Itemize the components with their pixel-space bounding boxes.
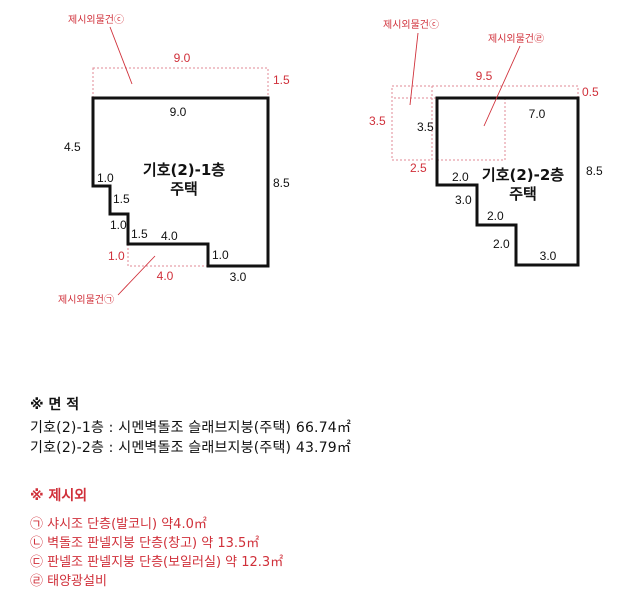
excluded-item-c: ㉢ 판넬조 판넬지붕 단층(보일러실) 약 12.3㎡ <box>30 555 284 570</box>
annex-a-outline <box>127 244 208 267</box>
b1-dim-ext-bottom: 4.0 <box>157 269 174 283</box>
b1-dim-ext-side: 1.0 <box>108 249 125 263</box>
b2-dim-bottom: 3.0 <box>540 249 557 263</box>
area-row-1f: 기호(2)-1층 : 시멘벽돌조 슬래브지붕(주택) 66.74㎡ <box>30 420 352 436</box>
building-1-name-line1: 기호(2)-1층 <box>143 161 225 179</box>
b1-dim-right-ext: 1.5 <box>273 73 290 87</box>
b1-dim-bottom-step-v: 1.0 <box>212 248 229 262</box>
excluded-title: ※ 제시외 <box>30 488 88 504</box>
annex-c-outline <box>92 67 269 99</box>
b2-dim-top: 7.0 <box>529 107 546 121</box>
area-title: ※ 면 적 <box>30 397 80 413</box>
b2-dim-step2-v: 2.0 <box>493 237 510 251</box>
b2-dim-step1-v: 3.0 <box>455 193 472 207</box>
b1-callout-annex-c-leader <box>109 26 133 85</box>
b2-dim-right-ext: 0.5 <box>582 85 599 99</box>
b1-dim-top: 9.0 <box>170 105 187 119</box>
b2-callout-annex-c: 제시외물건ⓒ <box>383 19 439 31</box>
b1-dim-bottom-right: 3.0 <box>230 270 247 284</box>
building-2-outline <box>435 96 580 267</box>
annex-c-outline-2f <box>391 85 579 99</box>
excluded-item-b: ㉡ 벽돌조 판넬지붕 단층(창고) 약 13.5㎡ <box>30 536 260 551</box>
building-1-plan: 기호(2)-1층 주택 9.0 9.0 1.5 4.5 1.0 1.5 1.0 … <box>58 14 290 306</box>
b2-dim-right: 8.5 <box>586 164 603 178</box>
b2-dim-step2-h: 2.0 <box>487 209 504 223</box>
b1-dim-step2-v: 1.5 <box>131 227 148 241</box>
building-2-name-line1: 기호(2)-2층 <box>482 166 564 184</box>
b1-dim-right: 8.5 <box>273 176 290 190</box>
b2-dim-left-ext: 3.5 <box>369 114 386 128</box>
b2-callout-annex-d-leader <box>483 45 521 127</box>
b2-callout-annex-c-leader <box>409 32 419 106</box>
b1-dim-step2-h: 1.0 <box>110 218 127 232</box>
annex-d-outline <box>436 97 506 161</box>
b1-callout-annex-a: 제시외물건㉠ <box>58 294 114 306</box>
b2-dim-top-ext: 9.5 <box>476 69 493 83</box>
excluded-item-d: ㉣ 태양광설비 <box>30 574 107 589</box>
b2-dim-step1-h: 2.0 <box>452 170 469 184</box>
building-1-name-line2: 주택 <box>170 180 198 198</box>
b1-callout-annex-a-leader <box>117 255 156 296</box>
b2-dim-bottom-ext: 2.5 <box>410 161 427 175</box>
b1-dim-bottom-mid: 4.0 <box>161 229 178 243</box>
b2-dim-inner-left: 3.5 <box>417 120 434 134</box>
b1-dim-step1-h: 1.0 <box>97 171 114 185</box>
building-1-outline <box>91 96 270 268</box>
excluded-item-a: ㉠ 샤시조 단층(발코니) 약4.0㎡ <box>30 517 207 532</box>
area-row-2f: 기호(2)-2층 : 시멘벽돌조 슬래브지붕(주택) 43.79㎡ <box>30 440 352 456</box>
floor-plan-drawing: 기호(2)-1층 주택 9.0 9.0 1.5 4.5 1.0 1.5 1.0 … <box>58 14 603 306</box>
b1-dim-step1-v: 1.5 <box>113 192 130 206</box>
building-2-name-line2: 주택 <box>509 185 537 203</box>
b1-dim-top-ext: 9.0 <box>174 51 191 65</box>
b1-dim-left: 4.5 <box>64 140 81 154</box>
b2-callout-annex-d: 제시외물건㉣ <box>488 33 544 45</box>
b1-callout-annex-c: 제시외물건ⓒ <box>68 14 124 26</box>
building-2-plan: 기호(2)-2층 주택 9.5 0.5 7.0 3.5 3.5 2.5 2.0 … <box>369 19 603 267</box>
